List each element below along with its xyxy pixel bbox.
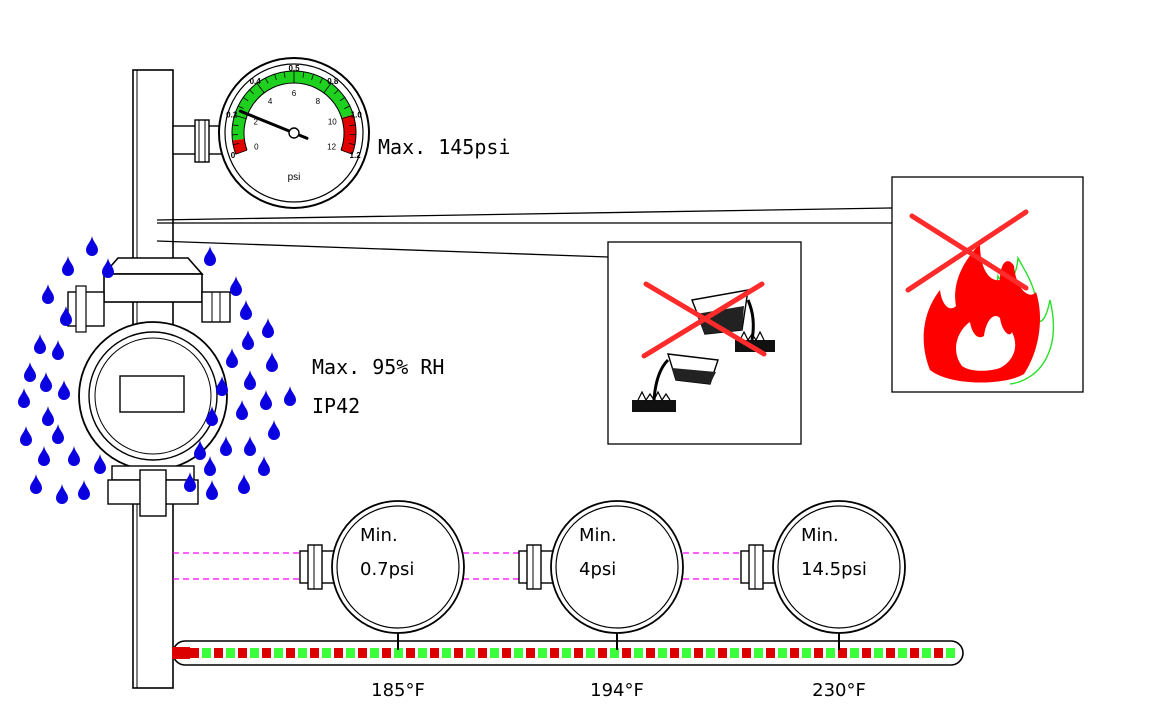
water-drop-icon — [56, 484, 68, 504]
heating-pipe — [172, 640, 964, 666]
sensor-pressure-value: 4psi — [579, 559, 616, 580]
gauge-inner-tick-label: 8 — [316, 97, 321, 106]
gauge-inner-tick-label: 4 — [268, 97, 273, 106]
water-drop-icon — [68, 446, 80, 466]
gauge-red-zone-low — [232, 138, 248, 155]
water-drop-icon — [244, 370, 256, 390]
water-drop-icon — [62, 256, 74, 276]
water-drop-icon — [94, 454, 106, 474]
sensor-temperature-label: 194°F — [590, 680, 644, 701]
gauge-inner-tick-label: 0 — [254, 143, 259, 152]
sensor-pressure-value: 14.5psi — [801, 559, 867, 580]
water-drop-icon — [204, 246, 216, 266]
water-drop-icon — [260, 390, 272, 410]
humidity-label: Max. 95% RH — [312, 355, 444, 379]
water-drop-icon — [18, 388, 30, 408]
gauge-outer-tick-label: 0.5 — [288, 64, 300, 73]
water-drop-icon — [216, 376, 228, 396]
water-drop-icon — [268, 420, 280, 440]
transmitter — [67, 257, 231, 517]
gauge-red-zone-high — [340, 114, 356, 155]
sensor-gauges: Min. 0.7psi 185°F Min. 4psi 194°F Min. 14.5psi 2… — [299, 500, 906, 701]
water-drop-icon — [236, 400, 248, 420]
water-drop-icon — [20, 426, 32, 446]
water-drop-icon — [78, 480, 90, 500]
sensor-gauge: Min. 0.7psi — [299, 500, 465, 650]
water-drop-icon — [38, 446, 50, 466]
process-lines — [173, 552, 800, 580]
sensor-min-label: Min. — [801, 525, 839, 546]
max-pressure-label: Max. 145psi — [378, 135, 510, 159]
gauge-outer-tick-label: 0.8 — [327, 77, 339, 86]
gauge-outer-tick-label: 1.2 — [350, 151, 362, 160]
no-corrosive-liquids-box — [607, 241, 802, 445]
sensor-gauge: Min. 4psi — [518, 500, 684, 650]
water-drop-icon — [194, 440, 206, 460]
water-drop-icon — [266, 352, 278, 372]
water-drop-icon — [244, 436, 256, 456]
water-drop-icon — [230, 276, 242, 296]
gauge-green-zone — [232, 71, 354, 141]
gauge-outer-tick-label: 1.0 — [351, 110, 363, 119]
water-drop-icon — [42, 284, 54, 304]
water-drop-icon — [206, 406, 218, 426]
gauge-outer-tick-label: 0 — [231, 151, 236, 160]
water-drop-icon — [24, 362, 36, 382]
water-drop-icon — [284, 386, 296, 406]
gauge-outer-tick-label: 0.4 — [250, 77, 262, 86]
no-corrosive-liquids-icon — [632, 281, 775, 412]
sensor-temperature-label: 230°F — [812, 680, 866, 701]
water-drop-icon — [60, 306, 72, 326]
no-fire-icon — [905, 209, 1055, 385]
water-drop-icon — [34, 334, 46, 354]
pressure-gauge: 0 0.2 0.4 0.5 0.8 1.0 1.2 0 2 4 6 8 10 12 psi — [172, 57, 370, 209]
water-drop-icon — [258, 456, 270, 476]
water-drop-icon — [52, 340, 64, 360]
water-drop-icon — [184, 472, 196, 492]
no-fire-box — [891, 176, 1084, 393]
water-drop-icon — [58, 380, 70, 400]
water-drop-icon — [52, 424, 64, 444]
leader-lines — [156, 207, 893, 258]
sensor-temperature-label: 185°F — [371, 680, 425, 701]
sensor-min-label: Min. — [579, 525, 617, 546]
gauge-inner-tick-label: 6 — [292, 89, 297, 98]
sensor-gauge: Min. 14.5psi — [740, 500, 906, 650]
water-drop-icon — [102, 258, 114, 278]
water-drop-icon — [42, 406, 54, 426]
ip-rating-label: IP42 — [312, 394, 360, 418]
sensor-min-label: Min. — [360, 525, 398, 546]
gauge-inner-tick-label: 2 — [253, 118, 258, 127]
water-drop-icon — [86, 236, 98, 256]
gauge-inner-tick-label: 12 — [327, 143, 336, 152]
sensor-pressure-value: 0.7psi — [360, 559, 414, 580]
display-window — [119, 375, 185, 413]
water-drop-icon — [238, 474, 250, 494]
water-drop-icon — [206, 480, 218, 500]
gauge-unit-label: psi — [288, 172, 301, 183]
water-drop-icon — [40, 372, 52, 392]
water-drop-icon — [220, 436, 232, 456]
water-drop-icon — [242, 330, 254, 350]
gauge-outer-tick-label: 0.2 — [226, 110, 238, 119]
water-drop-icon — [204, 456, 216, 476]
water-drop-icon — [262, 318, 274, 338]
water-drop-icon — [226, 348, 238, 368]
water-drops — [18, 236, 296, 504]
water-drop-icon — [240, 300, 252, 320]
water-drop-icon — [30, 474, 42, 494]
gauge-inner-tick-label: 10 — [328, 118, 337, 127]
